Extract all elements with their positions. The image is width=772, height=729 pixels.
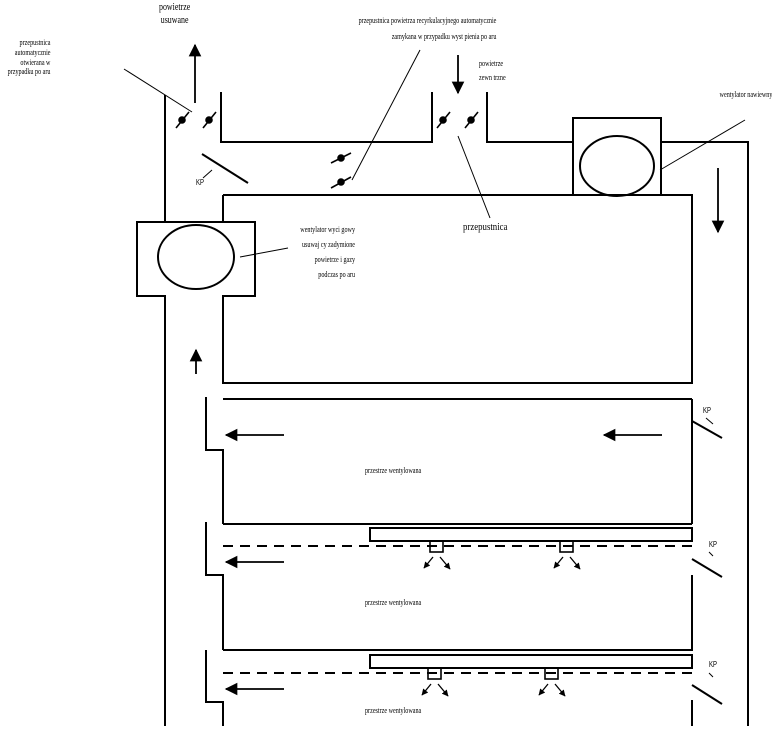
leader-line	[457, 135, 491, 219]
intake-top-wall	[486, 92, 749, 726]
leader-line	[239, 247, 289, 258]
left-shaft-outer-wall	[136, 95, 166, 726]
room2-left-vent-wall	[205, 522, 224, 650]
leader-line	[705, 417, 714, 425]
damper-pivot-icon	[178, 116, 186, 124]
exhaust-outlet-wall	[220, 92, 433, 143]
kp-damper-room2	[691, 558, 723, 578]
kp-damper-room1	[691, 420, 723, 439]
damper-pivot-icon	[439, 116, 447, 124]
kp-damper-room3	[691, 684, 723, 705]
kp-label-top: KP	[196, 178, 205, 187]
diffuser	[544, 667, 559, 680]
exhaust-fan-label: wentylator wyci gowy usuwaj cy zadymione…	[300, 224, 355, 279]
supply-fan-label: wentylator nawiewny	[719, 89, 772, 99]
diffuser-arrow	[437, 683, 449, 697]
diffuser-arrow	[553, 556, 564, 569]
damper-pivot-icon	[337, 178, 345, 186]
kp-damper-top	[201, 153, 249, 184]
diffuser	[427, 667, 442, 680]
auto-damper-label: przepustnica automatycznie otwierana w p…	[7, 37, 51, 77]
diffuser-arrow	[421, 683, 432, 696]
exhaust-fan-icon	[157, 224, 235, 290]
outside-air-label: powietrze zewn trzne	[479, 58, 506, 83]
leader-line	[351, 49, 421, 181]
ventilated-space-label-3: przestrze wentylowana	[365, 705, 422, 715]
supply-fan-housing-bottom	[572, 142, 692, 196]
diffuser-arrow	[538, 683, 549, 696]
diffuser-arrow	[569, 556, 581, 570]
damper-pivot-icon	[337, 154, 345, 162]
damper-pivot-icon	[205, 116, 213, 124]
diffuser-arrow	[423, 556, 434, 569]
diffuser	[559, 540, 574, 553]
recirc-damper-label: przepustnica powietrza recyrkulacyjnego …	[358, 15, 496, 42]
leader-line	[202, 169, 213, 179]
room2-supply-duct	[369, 527, 693, 542]
supply-fan-icon	[579, 135, 655, 197]
kp-label-room3: KP	[709, 660, 718, 669]
duct-walls	[136, 92, 749, 726]
ventilated-space-label-2: przestrze wentylowana	[365, 597, 422, 607]
left-shaft-inner-wall	[222, 194, 693, 384]
leader-line	[708, 672, 714, 678]
diffuser	[429, 540, 444, 553]
exhaust-air-label: powietrze usuwane	[159, 1, 191, 26]
room3-left-vent-wall	[205, 650, 224, 726]
room2-right-wall	[223, 575, 693, 651]
kp-label-room1: KP	[703, 406, 712, 415]
damper-label: przepustnica	[463, 221, 508, 233]
leader-line	[659, 119, 746, 171]
diffuser-arrow	[439, 556, 451, 570]
leader-line	[708, 551, 714, 557]
leader-line	[123, 68, 193, 113]
damper-pivot-icon	[467, 116, 475, 124]
ventilated-space-label-1: przestrze wentylowana	[365, 465, 422, 475]
room1-left-vent-wall	[205, 397, 224, 524]
room3-supply-duct	[369, 654, 693, 669]
kp-label-room2: KP	[709, 540, 718, 549]
diffuser-arrow	[554, 683, 566, 697]
